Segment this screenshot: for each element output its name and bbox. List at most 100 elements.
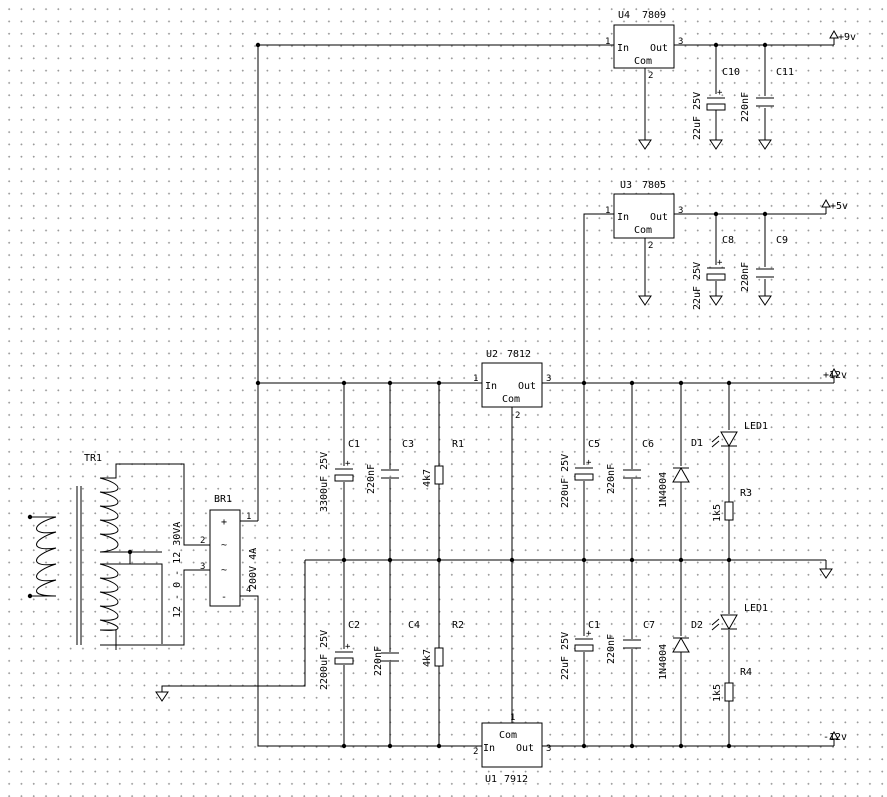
ground-symbols — [155, 139, 833, 702]
u3-pin-out: 3 — [678, 206, 683, 216]
wires — [30, 44, 834, 747]
u4-pin-out: 3 — [678, 37, 683, 47]
c9-ref: C9 — [776, 235, 788, 246]
capacitor-c6: C6 220nF — [606, 439, 654, 494]
r4-ref: R4 — [740, 667, 752, 678]
u4-pin-com: 2 — [648, 71, 653, 81]
c8-ref: C8 — [722, 235, 734, 246]
transformer-tr1: TR1 12 - 0 - 12 30VA — [36, 453, 183, 645]
led-upper-ref: LED1 — [744, 421, 768, 432]
rail-label-12v: +12v — [823, 370, 847, 381]
c11-ref: C11 — [776, 67, 794, 78]
u2-pin-in: 1 — [473, 374, 478, 384]
u4-out: Out — [650, 43, 668, 54]
c8-plus: + — [717, 258, 723, 268]
diode-1n4004-lower: 1N4004 — [658, 636, 690, 680]
capacitor-c11: C11 220nF — [740, 67, 794, 122]
c6-value: 220nF — [606, 464, 617, 494]
resistor-r3: R3 1k5 — [712, 488, 752, 522]
u1-pin-in: 2 — [473, 747, 478, 757]
rail-label-9v: +9v — [838, 32, 856, 43]
u1-in: In — [483, 743, 495, 754]
resistor-r4: R4 1k5 — [712, 667, 752, 702]
c1-upper-ref: C1 — [348, 439, 360, 450]
led-lower-ref: LED1 — [744, 603, 768, 614]
c1-upper-plus: + — [345, 459, 351, 469]
u2-ref: U2 — [486, 349, 498, 360]
c3-ref: C3 — [402, 439, 414, 450]
u3-out: Out — [650, 212, 668, 223]
c8-value: 22uF 25V — [692, 262, 703, 310]
c1-lower-plus: + — [586, 629, 592, 639]
br1-pin-1: 1 — [246, 512, 251, 522]
r2-value: 4k7 — [422, 649, 433, 667]
c1-upper-value: 3300uF 25V — [319, 452, 330, 512]
br1-plus: + — [221, 517, 227, 528]
br1-rating: 200V 4A — [248, 548, 259, 590]
u3-com: Com — [634, 225, 652, 236]
diode-1n4004-upper: 1N4004 — [658, 466, 690, 508]
c10-plus: + — [717, 88, 723, 98]
capacitor-c7: C7 220nF — [606, 620, 655, 664]
capacitor-c2: + C2 2200uF 25V — [319, 620, 360, 690]
diode-upper-value: 1N4004 — [658, 472, 669, 508]
u2-part: 7812 — [507, 349, 531, 360]
c1-lower-ref: C1 — [588, 620, 600, 631]
r4-value: 1k5 — [712, 684, 723, 702]
led-lower-diode-ref: D2 — [691, 620, 703, 631]
c5-value: 220uF 25V — [560, 454, 571, 508]
rail-outputs: +9v +5v +12v -12v — [821, 29, 856, 746]
r1-ref: R1 — [452, 439, 464, 450]
r3-ref: R3 — [740, 488, 752, 499]
br1-ac-1: ~ — [221, 540, 227, 551]
capacitor-c3: C3 220nF — [366, 439, 414, 494]
u2-com: Com — [502, 394, 520, 405]
c1-lower-value: 22uF 25V — [560, 632, 571, 680]
r3-value: 1k5 — [712, 504, 723, 522]
capacitor-c10: + C10 22uF 25V — [692, 67, 740, 140]
br1-pin-4: 4 — [246, 585, 251, 595]
u4-com: Com — [634, 56, 652, 67]
c4-ref: C4 — [408, 620, 420, 631]
tr1-rating: 12 - 0 - 12 30VA — [172, 522, 183, 618]
capacitor-c5: + C5 220uF 25V — [560, 439, 600, 508]
c2-plus: + — [345, 642, 351, 652]
led-lower: LED1 D2 — [691, 603, 768, 631]
br1-ref: BR1 — [214, 494, 232, 505]
capacitor-c4: C4 220nF — [373, 620, 420, 676]
capacitor-c8: + C8 22uF 25V — [692, 235, 734, 310]
u4-part: 7809 — [642, 10, 666, 21]
u4-ref: U4 — [618, 10, 630, 21]
capacitor-c1-upper: + C1 3300uF 25V — [319, 439, 360, 512]
rail-label-neg12v: -12v — [823, 732, 847, 743]
r2-ref: R2 — [452, 620, 464, 631]
c10-value: 22uF 25V — [692, 92, 703, 140]
bridge-rectifier-br1: BR1 + ~ ~ - 1 2 3 4 200V 4A — [200, 494, 259, 607]
u1-out: Out — [516, 743, 534, 754]
junction-dots — [27, 42, 768, 749]
rail-label-5v: +5v — [830, 201, 848, 212]
c2-ref: C2 — [348, 620, 360, 631]
led-upper: LED1 D1 — [691, 421, 768, 449]
br1-pin-2: 2 — [200, 536, 205, 546]
r1-value: 4k7 — [422, 469, 433, 487]
c3-value: 220nF — [366, 464, 377, 494]
u2-in: In — [485, 381, 497, 392]
c10-ref: C10 — [722, 67, 740, 78]
u1-com: Com — [499, 730, 517, 741]
u3-in: In — [617, 212, 629, 223]
resistor-r2: R2 4k7 — [422, 620, 464, 667]
u2-out: Out — [518, 381, 536, 392]
u1-part: 7912 — [504, 774, 528, 785]
c7-ref: C7 — [643, 620, 655, 631]
u4-pin-in: 1 — [605, 37, 610, 47]
c5-plus: + — [586, 458, 592, 468]
c7-value: 220nF — [606, 634, 617, 664]
regulator-u3: U3 7805 In Out Com 1 3 2 — [605, 180, 683, 251]
u1-pin-com: 1 — [510, 713, 515, 723]
c4-value: 220nF — [373, 646, 384, 676]
c2-value: 2200uF 25V — [319, 630, 330, 690]
capacitor-c1-lower: + C1 22uF 25V — [560, 620, 600, 680]
